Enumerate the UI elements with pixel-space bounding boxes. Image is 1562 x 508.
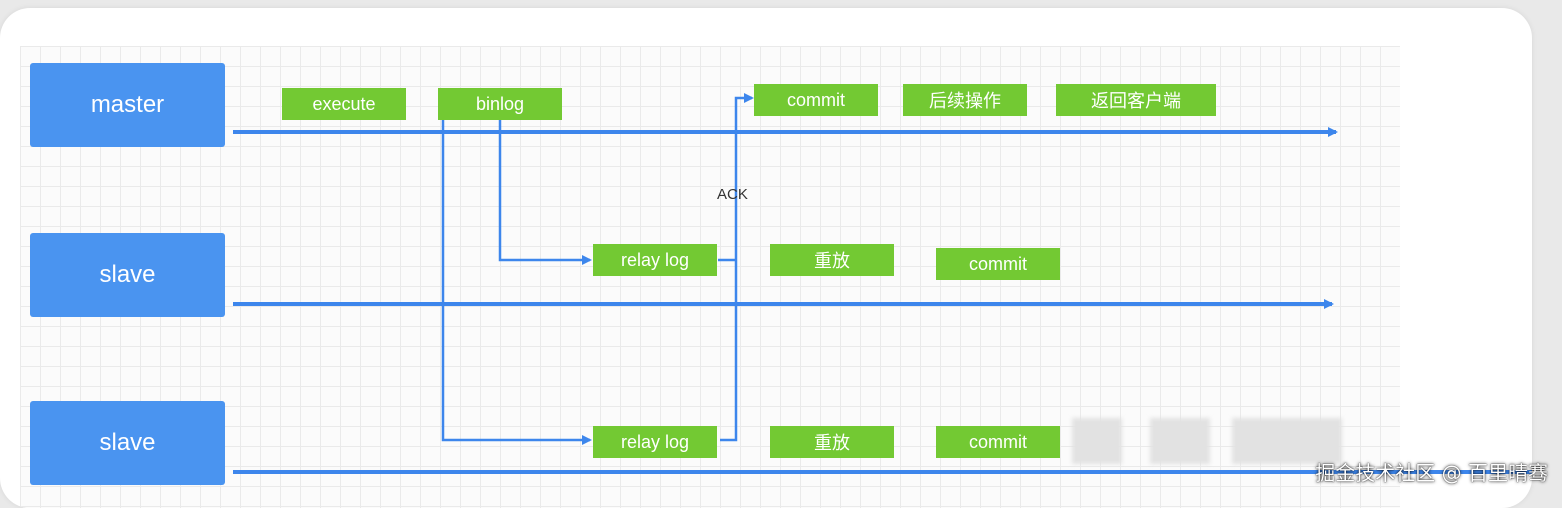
ack-label: ACK bbox=[717, 186, 748, 203]
ack-arrow bbox=[720, 93, 754, 442]
slave1-relay-log-step: relay log bbox=[593, 244, 717, 276]
slave-node-1: slave bbox=[30, 233, 225, 317]
slave-node-2: slave bbox=[30, 401, 225, 485]
watermark: 掘金技术社区 @ 百里晴骞 bbox=[1315, 461, 1548, 485]
master-node: master bbox=[30, 63, 225, 147]
grid-canvas bbox=[20, 46, 1400, 508]
binlog-to-slave1-arrow bbox=[498, 120, 592, 265]
master-commit-step: commit bbox=[754, 84, 878, 116]
blurred-area bbox=[1072, 418, 1122, 464]
master-return-client-step: 返回客户端 bbox=[1056, 84, 1216, 116]
slave2-relay-log-step: relay log bbox=[593, 426, 717, 458]
diagram-frame: master slave slave execute binlog commit… bbox=[0, 8, 1532, 508]
slave1-replay-step: 重放 bbox=[770, 244, 894, 276]
arrows-layer bbox=[233, 93, 1532, 474]
master-execute-step: execute bbox=[282, 88, 406, 120]
slave1-commit-step: commit bbox=[936, 248, 1060, 280]
master-followup-step: 后续操作 bbox=[903, 84, 1027, 116]
slave2-replay-step: 重放 bbox=[770, 426, 894, 458]
master-binlog-step: binlog bbox=[438, 88, 562, 120]
blurred-area bbox=[1150, 418, 1210, 464]
slave2-commit-step: commit bbox=[936, 426, 1060, 458]
binlog-to-slave2-arrow bbox=[441, 120, 592, 445]
blurred-area bbox=[1232, 418, 1342, 464]
